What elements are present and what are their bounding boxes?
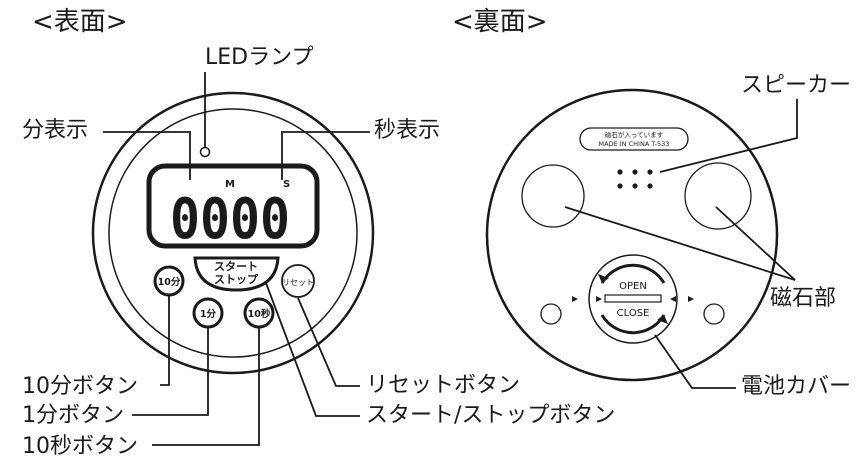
- cover-slot: [604, 294, 662, 303]
- battery-cover[interactable]: OPEN CLOSE: [588, 254, 678, 344]
- label-speaker: スピーカー: [741, 73, 851, 98]
- open-arrow-icon: [600, 263, 666, 284]
- ten-min-button[interactable]: 10分: [153, 265, 185, 297]
- open-text: OPEN: [619, 281, 647, 292]
- marker-arrow-right-icon: [688, 296, 694, 302]
- label-start-stop-button: スタート/ストップボタン: [366, 403, 615, 428]
- minute-unit: M: [225, 179, 235, 190]
- back-heading: <裏面>: [452, 7, 548, 37]
- close-text: CLOSE: [617, 308, 650, 319]
- one-min-button[interactable]: 1分: [192, 297, 224, 329]
- speaker-grille: [617, 169, 653, 189]
- back-timer-body: [485, 88, 779, 382]
- label-ten-sec-button: 10秒ボタン: [22, 434, 138, 459]
- magnet-notice-badge: 磁石が入っています MADE IN CHINA T-533: [579, 127, 689, 151]
- front-heading: <表面>: [32, 7, 128, 37]
- start-stop-label-2: ストップ: [214, 272, 259, 286]
- ten-sec-button-label: 10秒: [248, 308, 271, 320]
- label-reset-button: リセットボタン: [366, 373, 520, 398]
- label-battery-cover: 電池カバー: [741, 374, 851, 399]
- label-minute-display: 分表示: [22, 118, 88, 143]
- led-lamp: [199, 146, 211, 158]
- close-arrowhead-icon: [657, 315, 668, 324]
- lcd-display: 0000 M S: [146, 163, 320, 252]
- screw-left: [540, 303, 562, 325]
- ten-sec-button[interactable]: 10秒: [243, 297, 275, 329]
- open-arrowhead-icon: [598, 274, 609, 283]
- display-digits: 0000: [170, 187, 290, 252]
- magnet-right: [684, 162, 752, 230]
- start-stop-button[interactable]: スタート ストップ: [193, 256, 280, 292]
- label-led-lamp: LEDランプ: [205, 45, 313, 70]
- reset-button-label: リセット: [282, 278, 314, 287]
- magnet-note-line2: MADE IN CHINA T-533: [599, 140, 670, 148]
- reset-button[interactable]: リセット: [281, 264, 315, 298]
- label-magnet: 磁石部: [770, 286, 836, 311]
- close-arrow-icon: [600, 314, 666, 335]
- marker-arrow-left-icon: [572, 296, 578, 302]
- marker-arrow-inner-right-icon: [670, 296, 676, 302]
- magnet-left: [521, 164, 585, 228]
- start-stop-label-1: スタート: [214, 260, 258, 273]
- ten-min-button-label: 10分: [158, 276, 181, 288]
- marker-arrow-inner-left-icon: [596, 296, 602, 302]
- second-unit: S: [283, 179, 290, 190]
- front-leader-lines: [103, 72, 370, 446]
- one-min-button-label: 1分: [200, 308, 217, 320]
- back-leader-lines: [564, 99, 798, 389]
- magnet-note-line1: 磁石が入っています: [605, 130, 664, 139]
- screw-right: [703, 303, 725, 325]
- label-ten-min-button: 10分ボタン: [22, 374, 138, 399]
- label-second-display: 秒表示: [374, 118, 440, 143]
- label-one-min-button: 1分ボタン: [22, 403, 124, 428]
